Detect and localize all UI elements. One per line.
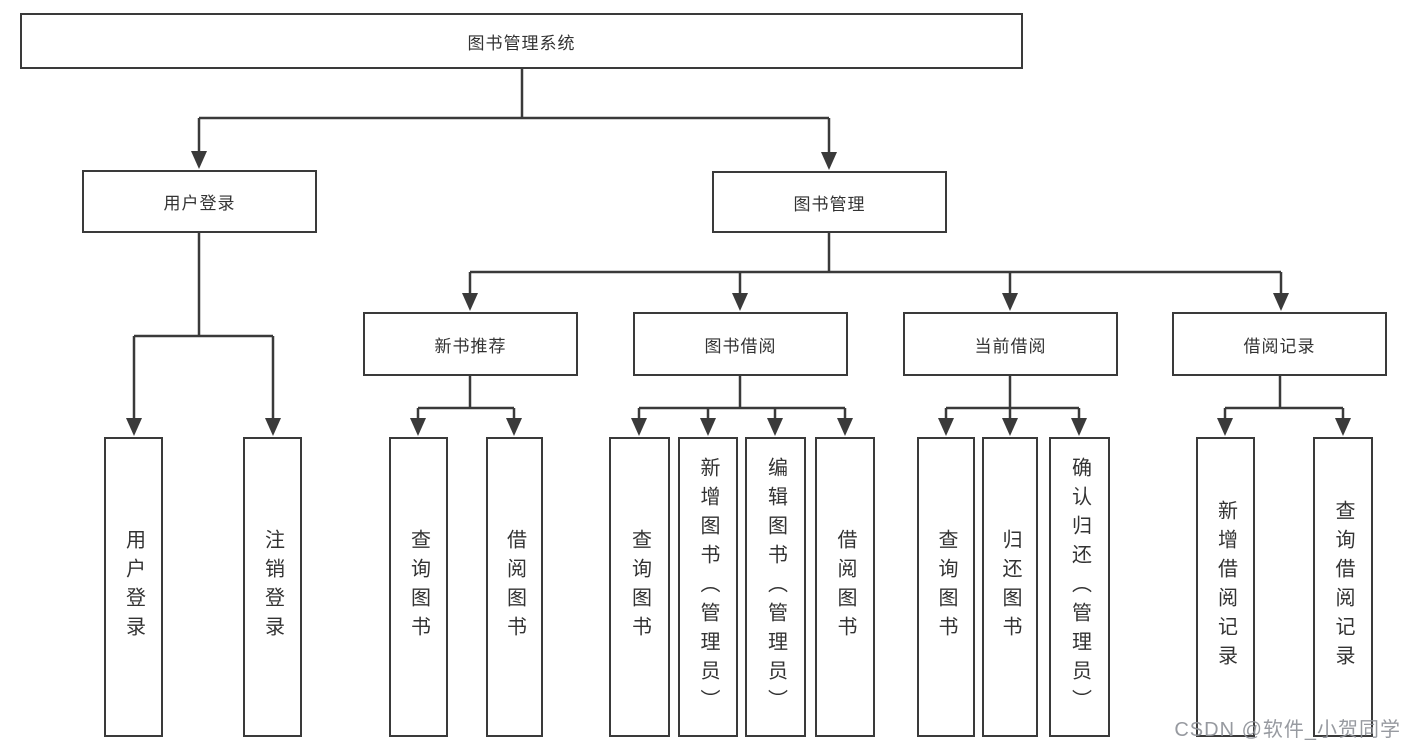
leaf-query-borrow-record: 查询借阅记录 [1313, 437, 1373, 737]
arrowheads [126, 151, 1351, 436]
arrowhead [938, 418, 954, 436]
leaf-query-books-newbook: 查询图书 [389, 437, 448, 737]
leaf-user-login-label: 用户登录 [122, 529, 145, 645]
connector-root-to-level2 [197, 68, 831, 152]
leaf-query-books-current-label: 查询图书 [935, 529, 957, 645]
arrowhead [265, 418, 281, 436]
leaf-return-books-label: 归还图书 [999, 529, 1021, 645]
node-root-label: 图书管理系统 [467, 33, 576, 53]
arrowhead [767, 418, 783, 436]
leaf-confirm-return-admin: 确认归还（管理员） [1049, 437, 1110, 737]
node-new-book-recommend: 新书推荐 [363, 312, 578, 376]
leaf-edit-books-admin: 编辑图书（管理员） [745, 437, 806, 737]
arrowhead [191, 151, 207, 169]
arrowhead [837, 418, 853, 436]
leaf-logout-label: 注销登录 [261, 529, 284, 645]
arrowhead [631, 418, 647, 436]
node-book-borrow-label: 图书借阅 [704, 336, 777, 356]
leaf-query-books-current: 查询图书 [917, 437, 975, 737]
arrowhead [1335, 418, 1351, 436]
node-borrow-records-label: 借阅记录 [1243, 336, 1316, 356]
arrowhead [700, 418, 716, 436]
arrowhead [506, 418, 522, 436]
leaf-edit-books-admin-label: 编辑图书（管理员） [764, 456, 787, 718]
arrowhead [1002, 293, 1018, 311]
leaf-confirm-return-admin-label: 确认归还（管理员） [1068, 456, 1091, 718]
connector-newbook-to-leaves [416, 376, 516, 422]
node-book-management: 图书管理 [712, 171, 947, 233]
leaf-add-borrow-record-label: 新增借阅记录 [1214, 500, 1237, 674]
leaf-borrow-books-newbook: 借阅图书 [486, 437, 543, 737]
leaf-borrow-books-newbook-label: 借阅图书 [503, 529, 526, 645]
leaf-add-books-admin: 新增图书（管理员） [678, 437, 738, 737]
arrowhead [1002, 418, 1018, 436]
node-root: 图书管理系统 [20, 13, 1023, 69]
arrowhead [821, 152, 837, 170]
leaf-logout: 注销登录 [243, 437, 302, 737]
leaf-borrow-books-label: 借阅图书 [834, 529, 856, 645]
node-book-management-label: 图书管理 [793, 194, 866, 214]
node-current-borrow: 当前借阅 [903, 312, 1118, 376]
arrowhead [1071, 418, 1087, 436]
leaf-borrow-books: 借阅图书 [815, 437, 875, 737]
connector-bookborrow-to-leaves [637, 376, 847, 422]
arrowhead [1273, 293, 1289, 311]
leaf-query-books-borrow: 查询图书 [609, 437, 670, 737]
leaf-add-books-admin-label: 新增图书（管理员） [697, 456, 719, 718]
node-book-borrow: 图书借阅 [633, 312, 848, 376]
node-user-login-label: 用户登录 [163, 194, 236, 213]
arrowhead [410, 418, 426, 436]
leaf-query-books-newbook-label: 查询图书 [407, 529, 430, 645]
connector-borrowrecord-to-leaves [1223, 376, 1345, 422]
leaf-add-borrow-record: 新增借阅记录 [1196, 437, 1255, 737]
node-user-login: 用户登录 [82, 170, 317, 233]
arrowhead [1217, 418, 1233, 436]
connector-currentborrow-to-leaves [944, 376, 1081, 422]
node-current-borrow-label: 当前借阅 [974, 336, 1047, 356]
arrowhead [732, 293, 748, 311]
connector-userlogin-to-leaves [132, 233, 275, 420]
arrowhead [462, 293, 478, 311]
node-new-book-recommend-label: 新书推荐 [434, 336, 507, 356]
node-borrow-records: 借阅记录 [1172, 312, 1387, 376]
leaf-return-books: 归还图书 [982, 437, 1038, 737]
connector-bookmgmt-to-level3 [468, 233, 1283, 296]
arrowhead [126, 418, 142, 436]
watermark: CSDN @软件_小贺同学 [1174, 719, 1401, 741]
leaf-query-books-borrow-label: 查询图书 [628, 529, 651, 645]
leaf-query-borrow-record-label: 查询借阅记录 [1332, 500, 1354, 674]
leaf-user-login: 用户登录 [104, 437, 163, 737]
